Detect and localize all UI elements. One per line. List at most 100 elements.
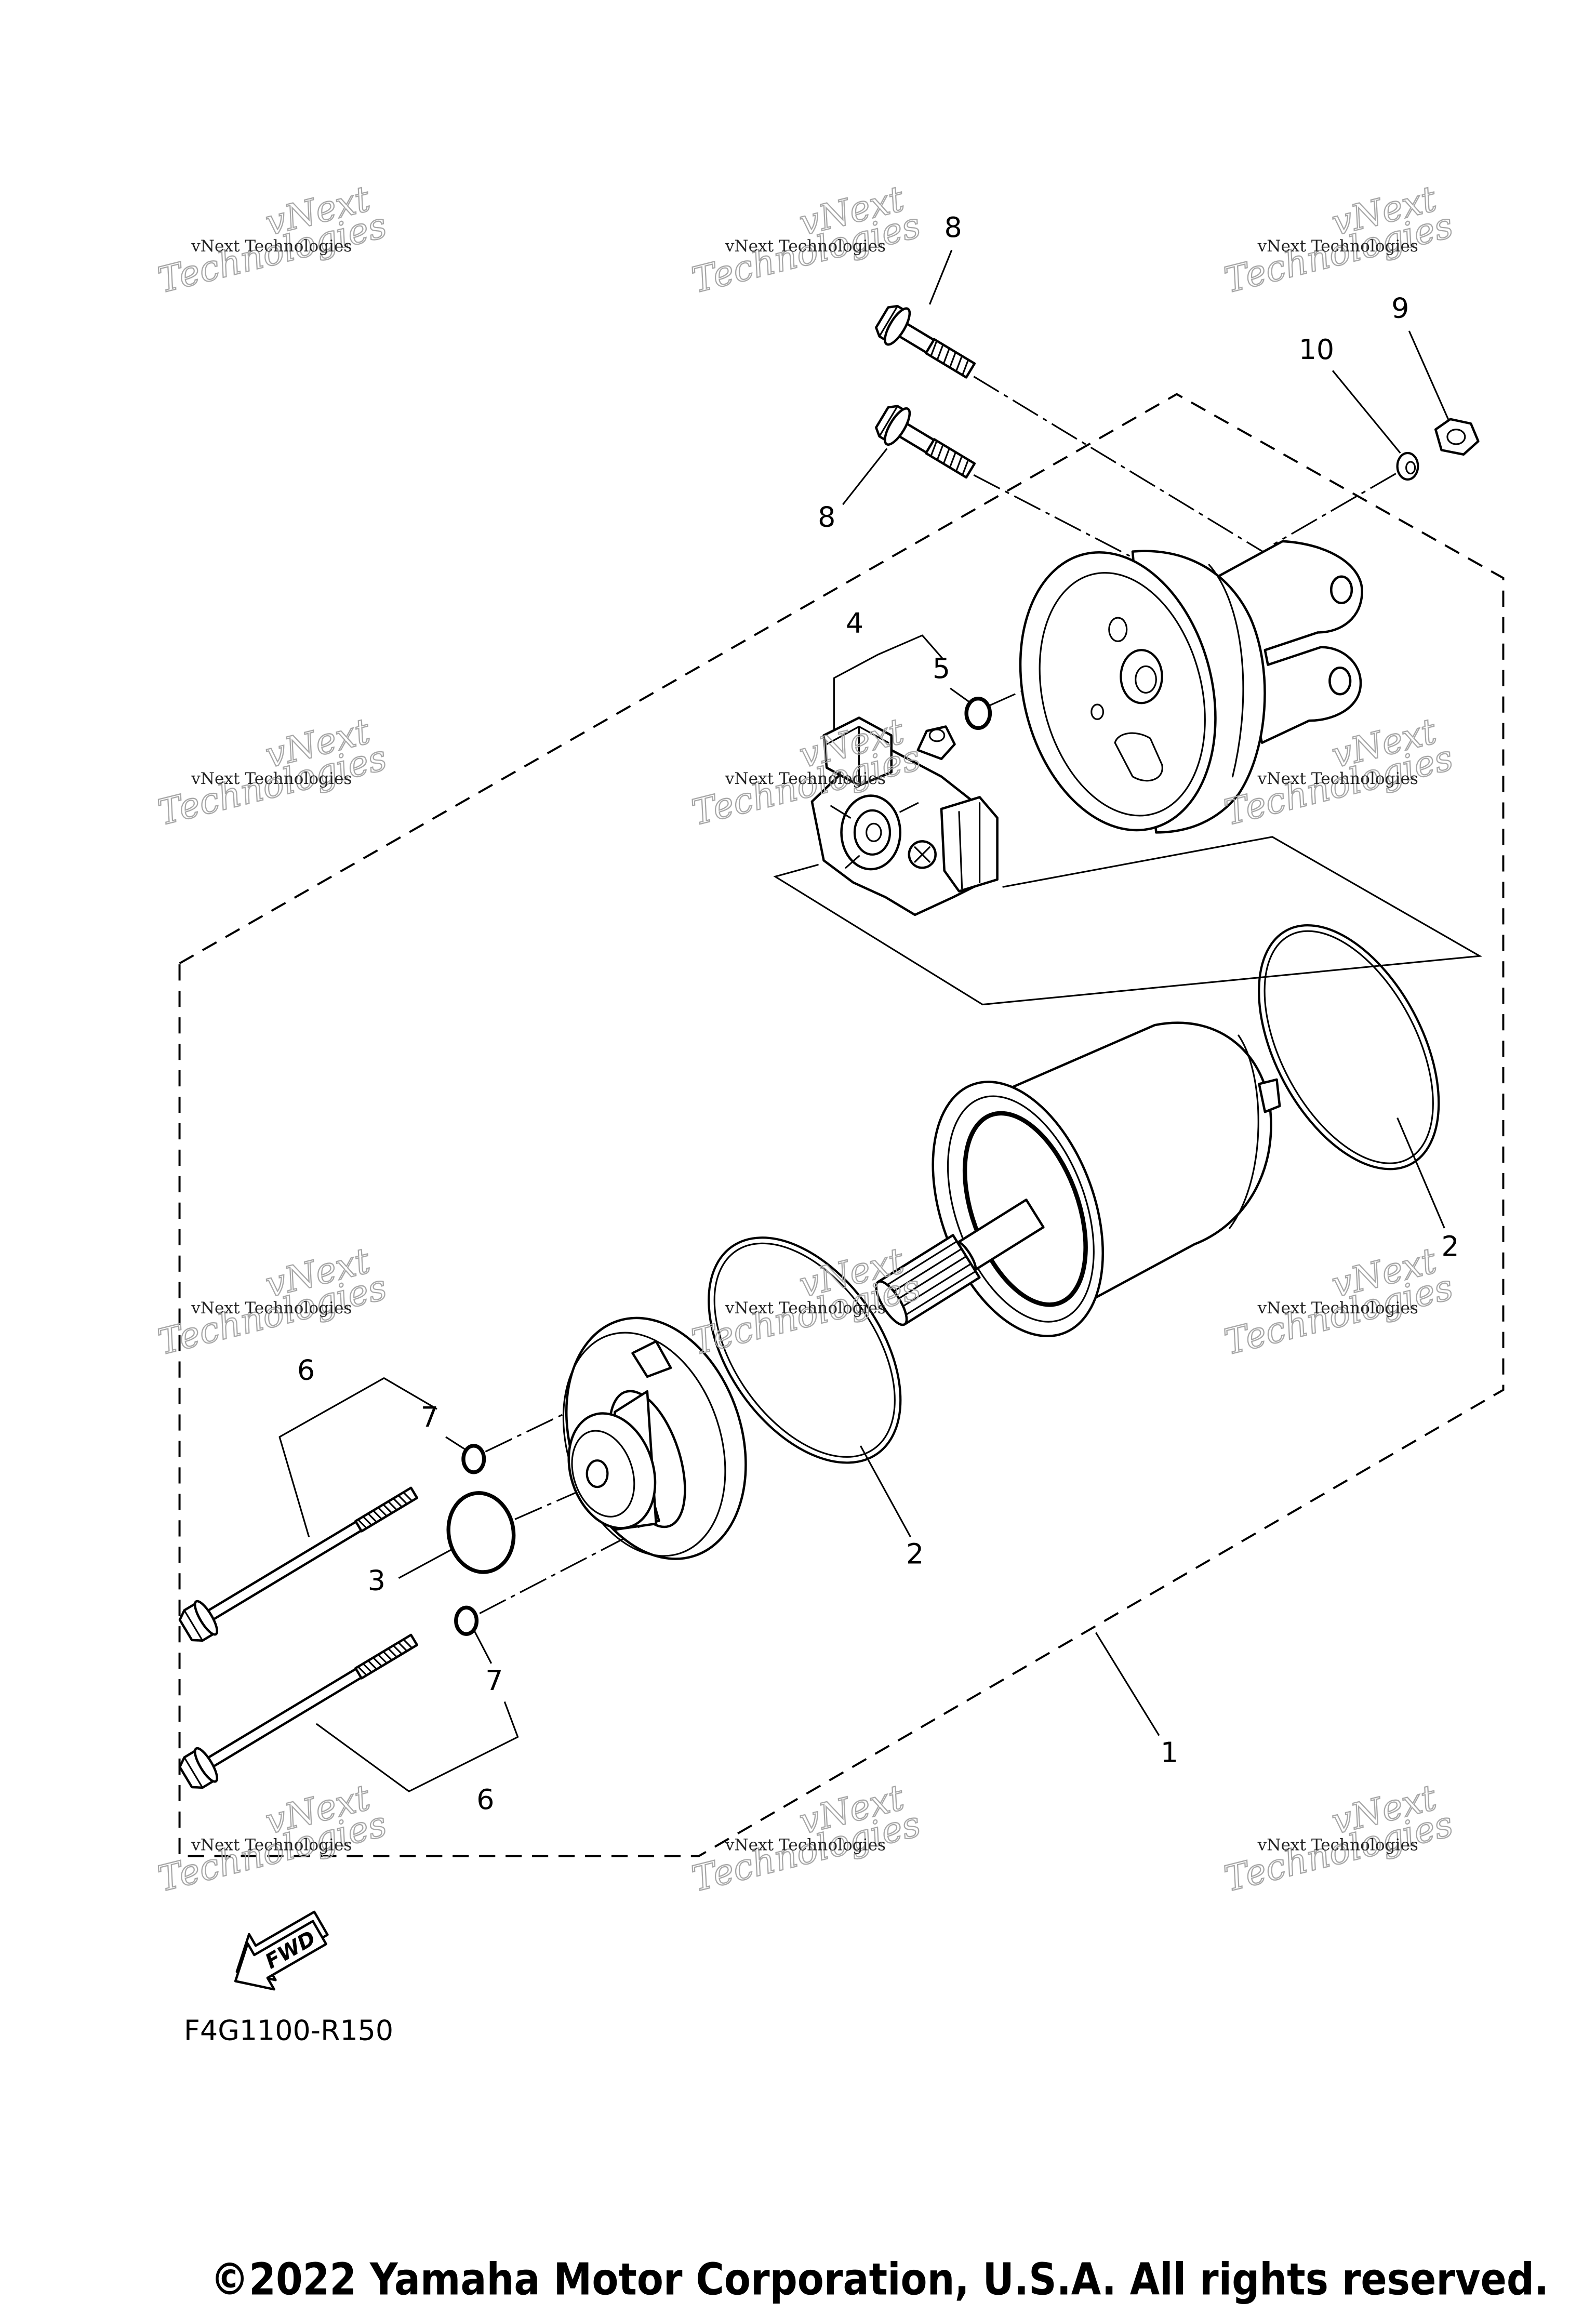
leader-8-lower: [842, 448, 888, 505]
ring-inner: [1264, 930, 1434, 1164]
leader-9: [1408, 330, 1450, 421]
washer-inner: [1405, 461, 1416, 475]
ring-inner: [713, 1242, 896, 1458]
watermarks: vNext Technologies vNext Technologies vN…: [153, 178, 1458, 1901]
brush-box-upper-detail: [826, 725, 889, 783]
shaft-end: [875, 1280, 908, 1326]
mounting-hole-upper: [1329, 575, 1353, 604]
callout-8-lower: 8: [818, 500, 835, 533]
washer-outer: [1396, 451, 1419, 481]
nut-hole: [1446, 429, 1466, 445]
diagram-code: F4G1100-R150: [184, 2014, 393, 2047]
leader-o-ring-3: [514, 1487, 586, 1520]
bolt-thread-lines: [357, 1639, 413, 1677]
watermark-small-text: vNext Technologies: [725, 237, 886, 256]
watermark: vNext Technologies vNext Technologies: [1220, 1777, 1458, 1901]
rear-cover-housing: [1019, 540, 1363, 834]
bolt-head-edge: [183, 1609, 204, 1642]
leader-2-right: [1396, 1117, 1445, 1229]
callout-7-lower: 7: [485, 1664, 503, 1697]
callout-8-upper: 8: [945, 211, 962, 244]
callout-2-right: 2: [1441, 1230, 1459, 1263]
watermark-small-text: vNext Technologies: [1257, 1299, 1418, 1318]
bolt-head-edge: [879, 405, 899, 437]
assembly-outline: [178, 393, 1505, 1857]
long-bolt-6-lower: [178, 1633, 419, 1789]
front-cover-notch-top: [631, 1340, 672, 1378]
leader-10: [1332, 370, 1401, 454]
watermark-small-text: vNext Technologies: [1257, 1835, 1418, 1854]
bolt-flange: [193, 1600, 219, 1636]
watermark: vNext Technologies vNext Technologies: [153, 710, 391, 834]
bolt-shank: [206, 1519, 365, 1621]
brush-holder-group-bracket: [773, 836, 1483, 1006]
watermark: vNext Technologies vNext Technologies: [153, 1240, 391, 1364]
watermark-small-text: vNext Technologies: [191, 237, 352, 256]
bolt-head-edge: [183, 1757, 204, 1789]
watermark-small-text: vNext Technologies: [1257, 769, 1418, 788]
brush-box-right: [940, 796, 999, 893]
callout-4: 4: [846, 606, 863, 639]
watermark-small-text: vNext Technologies: [725, 769, 886, 788]
housing-slot: [1114, 732, 1163, 782]
housing-bearing-bore: [1120, 649, 1163, 704]
yoke-inner-ring: [962, 1111, 1088, 1307]
watermark: vNext Technologies vNext Technologies: [687, 178, 925, 302]
housing-inner-rim: [1039, 571, 1206, 817]
front-cover: [562, 1316, 747, 1560]
front-cover-hole: [586, 1459, 609, 1488]
watermark-small-text: vNext Technologies: [1257, 237, 1418, 256]
mounting-hole-lower: [1328, 667, 1352, 696]
yoke-back-shaft-stub: [1258, 1078, 1281, 1113]
o-ring-5: [964, 697, 992, 730]
leader-6-upper: [278, 1377, 437, 1537]
leader-1: [1095, 1632, 1160, 1736]
o-ring-7-upper: [461, 1444, 486, 1474]
callout-7-upper: 7: [421, 1401, 438, 1433]
brush-box-right-detail: [958, 802, 981, 889]
bolt-shank: [206, 1666, 365, 1768]
bolt-head-edge: [879, 305, 899, 337]
leader-7-lower: [473, 1629, 493, 1664]
terminal-bolt: [916, 725, 956, 761]
washer-10: [1396, 451, 1419, 481]
watermark: vNext Technologies vNext Technologies: [153, 178, 391, 302]
armature-shaft: [875, 1199, 1045, 1326]
leader-3: [398, 1548, 454, 1579]
bolt-8-lower: [875, 405, 976, 479]
brush-holder-center: [866, 822, 882, 842]
bolt-flange: [884, 307, 911, 346]
leader-bolt-8-upper: [973, 376, 1280, 563]
callout-leaders: [278, 249, 1450, 1792]
gasket-ring-2-right: [1258, 924, 1440, 1170]
leader-8-upper: [928, 249, 953, 305]
leader-o-ring-7-lower: [479, 1532, 636, 1614]
leader-2-middle: [859, 1445, 911, 1538]
watermark-small-text: vNext Technologies: [191, 1299, 352, 1318]
bolt-thread-lines: [930, 340, 969, 376]
leader-bolt-8-lower: [973, 474, 1130, 557]
armature-yoke: [875, 1021, 1281, 1338]
brush-holder-4: [810, 716, 999, 916]
terminal-bolt-end: [928, 728, 946, 742]
screw-cross: [914, 846, 930, 863]
watermark-small-text: vNext Technologies: [725, 1835, 886, 1854]
bolt-thread: [924, 338, 976, 379]
leader-6-lower: [315, 1701, 519, 1792]
ring-outer: [1258, 924, 1440, 1170]
brush-holder-boss: [840, 794, 902, 871]
long-bolt-6-upper: [178, 1486, 419, 1642]
nut-body: [1434, 418, 1480, 456]
bolt-flange: [884, 407, 911, 446]
spline-grooves: [886, 1240, 977, 1316]
callout-10: 10: [1299, 333, 1334, 366]
housing-top-hole: [1108, 617, 1128, 642]
brush-spring-arms: [830, 802, 919, 869]
front-cover-boss-ring: [571, 1430, 635, 1518]
housing-bearing-inner: [1135, 665, 1157, 694]
callout-numbers: 8 9 10 8 4 5 2 6 7 3 2 7 6 1: [297, 211, 1459, 1816]
bolt-flange: [193, 1747, 219, 1783]
leader-5: [950, 687, 972, 704]
watermark-small-text: vNext Technologies: [191, 769, 352, 788]
